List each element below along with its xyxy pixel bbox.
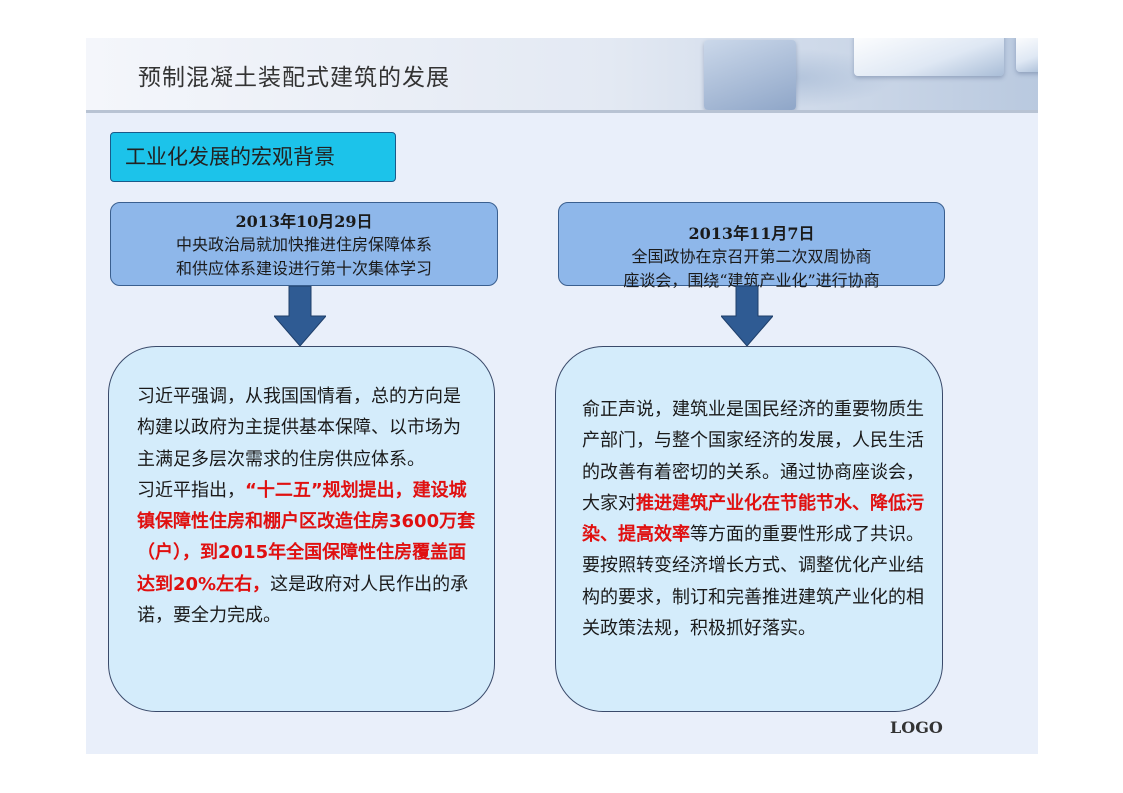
cube-decoration xyxy=(704,40,796,110)
logo: LOGO xyxy=(890,718,943,737)
paragraph: 习近平强调，从我国国情看，总的方向是构建以政府为主提供基本保障、以市场为主满足多… xyxy=(137,386,461,470)
page-title: 预制混凝土装配式建筑的发展 xyxy=(138,65,450,91)
cube-decoration xyxy=(854,38,1004,76)
paragraph-text: 俞正声说，建筑业是国民经济的重要物质生产部门，与整个国家经济的发展，人民生活的改… xyxy=(582,399,924,514)
event-description-line: 全国政协在京召开第二次双周协商 xyxy=(631,247,872,266)
slide: 预制混凝土装配式建筑的发展 工业化发展的宏观背景 2013年10月29日 中央政… xyxy=(86,38,1038,754)
paragraph-text: 这是政府对人民作出的承诺，要全力完成。 xyxy=(137,573,469,627)
paragraph-text: 等方面的重要性形成了共识。要按照转变经济增长方式、调整优化产业结构的要求，制订和… xyxy=(582,524,924,640)
event-box-right: 2013年11月7日 全国政协在京召开第二次双周协商 座谈会，围绕“建筑产业化”… xyxy=(558,202,945,290)
event-date: 2013年10月29日 xyxy=(235,212,373,231)
paragraph: 习近平指出，“十二五”规划提出，建设城镇保障性住房和棚户区改造住房3600万套（… xyxy=(137,475,478,631)
section-label: 工业化发展的宏观背景 xyxy=(110,132,396,182)
event-description-line: 和供应体系建设进行第十次集体学习 xyxy=(175,259,432,278)
event-date: 2013年11月7日 xyxy=(688,224,815,243)
down-arrow-icon xyxy=(721,286,773,346)
highlight-text: “十二五”规划提出，建设城镇保障性住房和棚户区改造住房3600万套（户），到20… xyxy=(137,479,476,595)
paragraph: 俞正声说，建筑业是国民经济的重要物质生产部门，与整个国家经济的发展，人民生活的改… xyxy=(582,394,924,644)
event-description-line: 中央政治局就加快推进住房保障体系 xyxy=(175,235,432,254)
content-box-left: 习近平强调，从我国国情看，总的方向是构建以政府为主提供基本保障、以市场为主满足多… xyxy=(108,346,495,712)
content-box-right: 俞正声说，建筑业是国民经济的重要物质生产部门，与整个国家经济的发展，人民生活的改… xyxy=(555,346,943,712)
header-band: 预制混凝土装配式建筑的发展 xyxy=(86,38,1038,113)
event-box-left: 2013年10月29日 中央政治局就加快推进住房保障体系 和供应体系建设进行第十… xyxy=(110,202,498,286)
event-description-line: 座谈会，围绕“建筑产业化”进行协商 xyxy=(623,271,880,290)
down-arrow-icon xyxy=(274,286,326,346)
paragraph-text: 习近平指出， xyxy=(137,479,245,501)
cube-decoration xyxy=(1016,38,1038,72)
highlight-text: 推进建筑产业化在节能节水、降低污染、提高效率 xyxy=(582,492,924,546)
